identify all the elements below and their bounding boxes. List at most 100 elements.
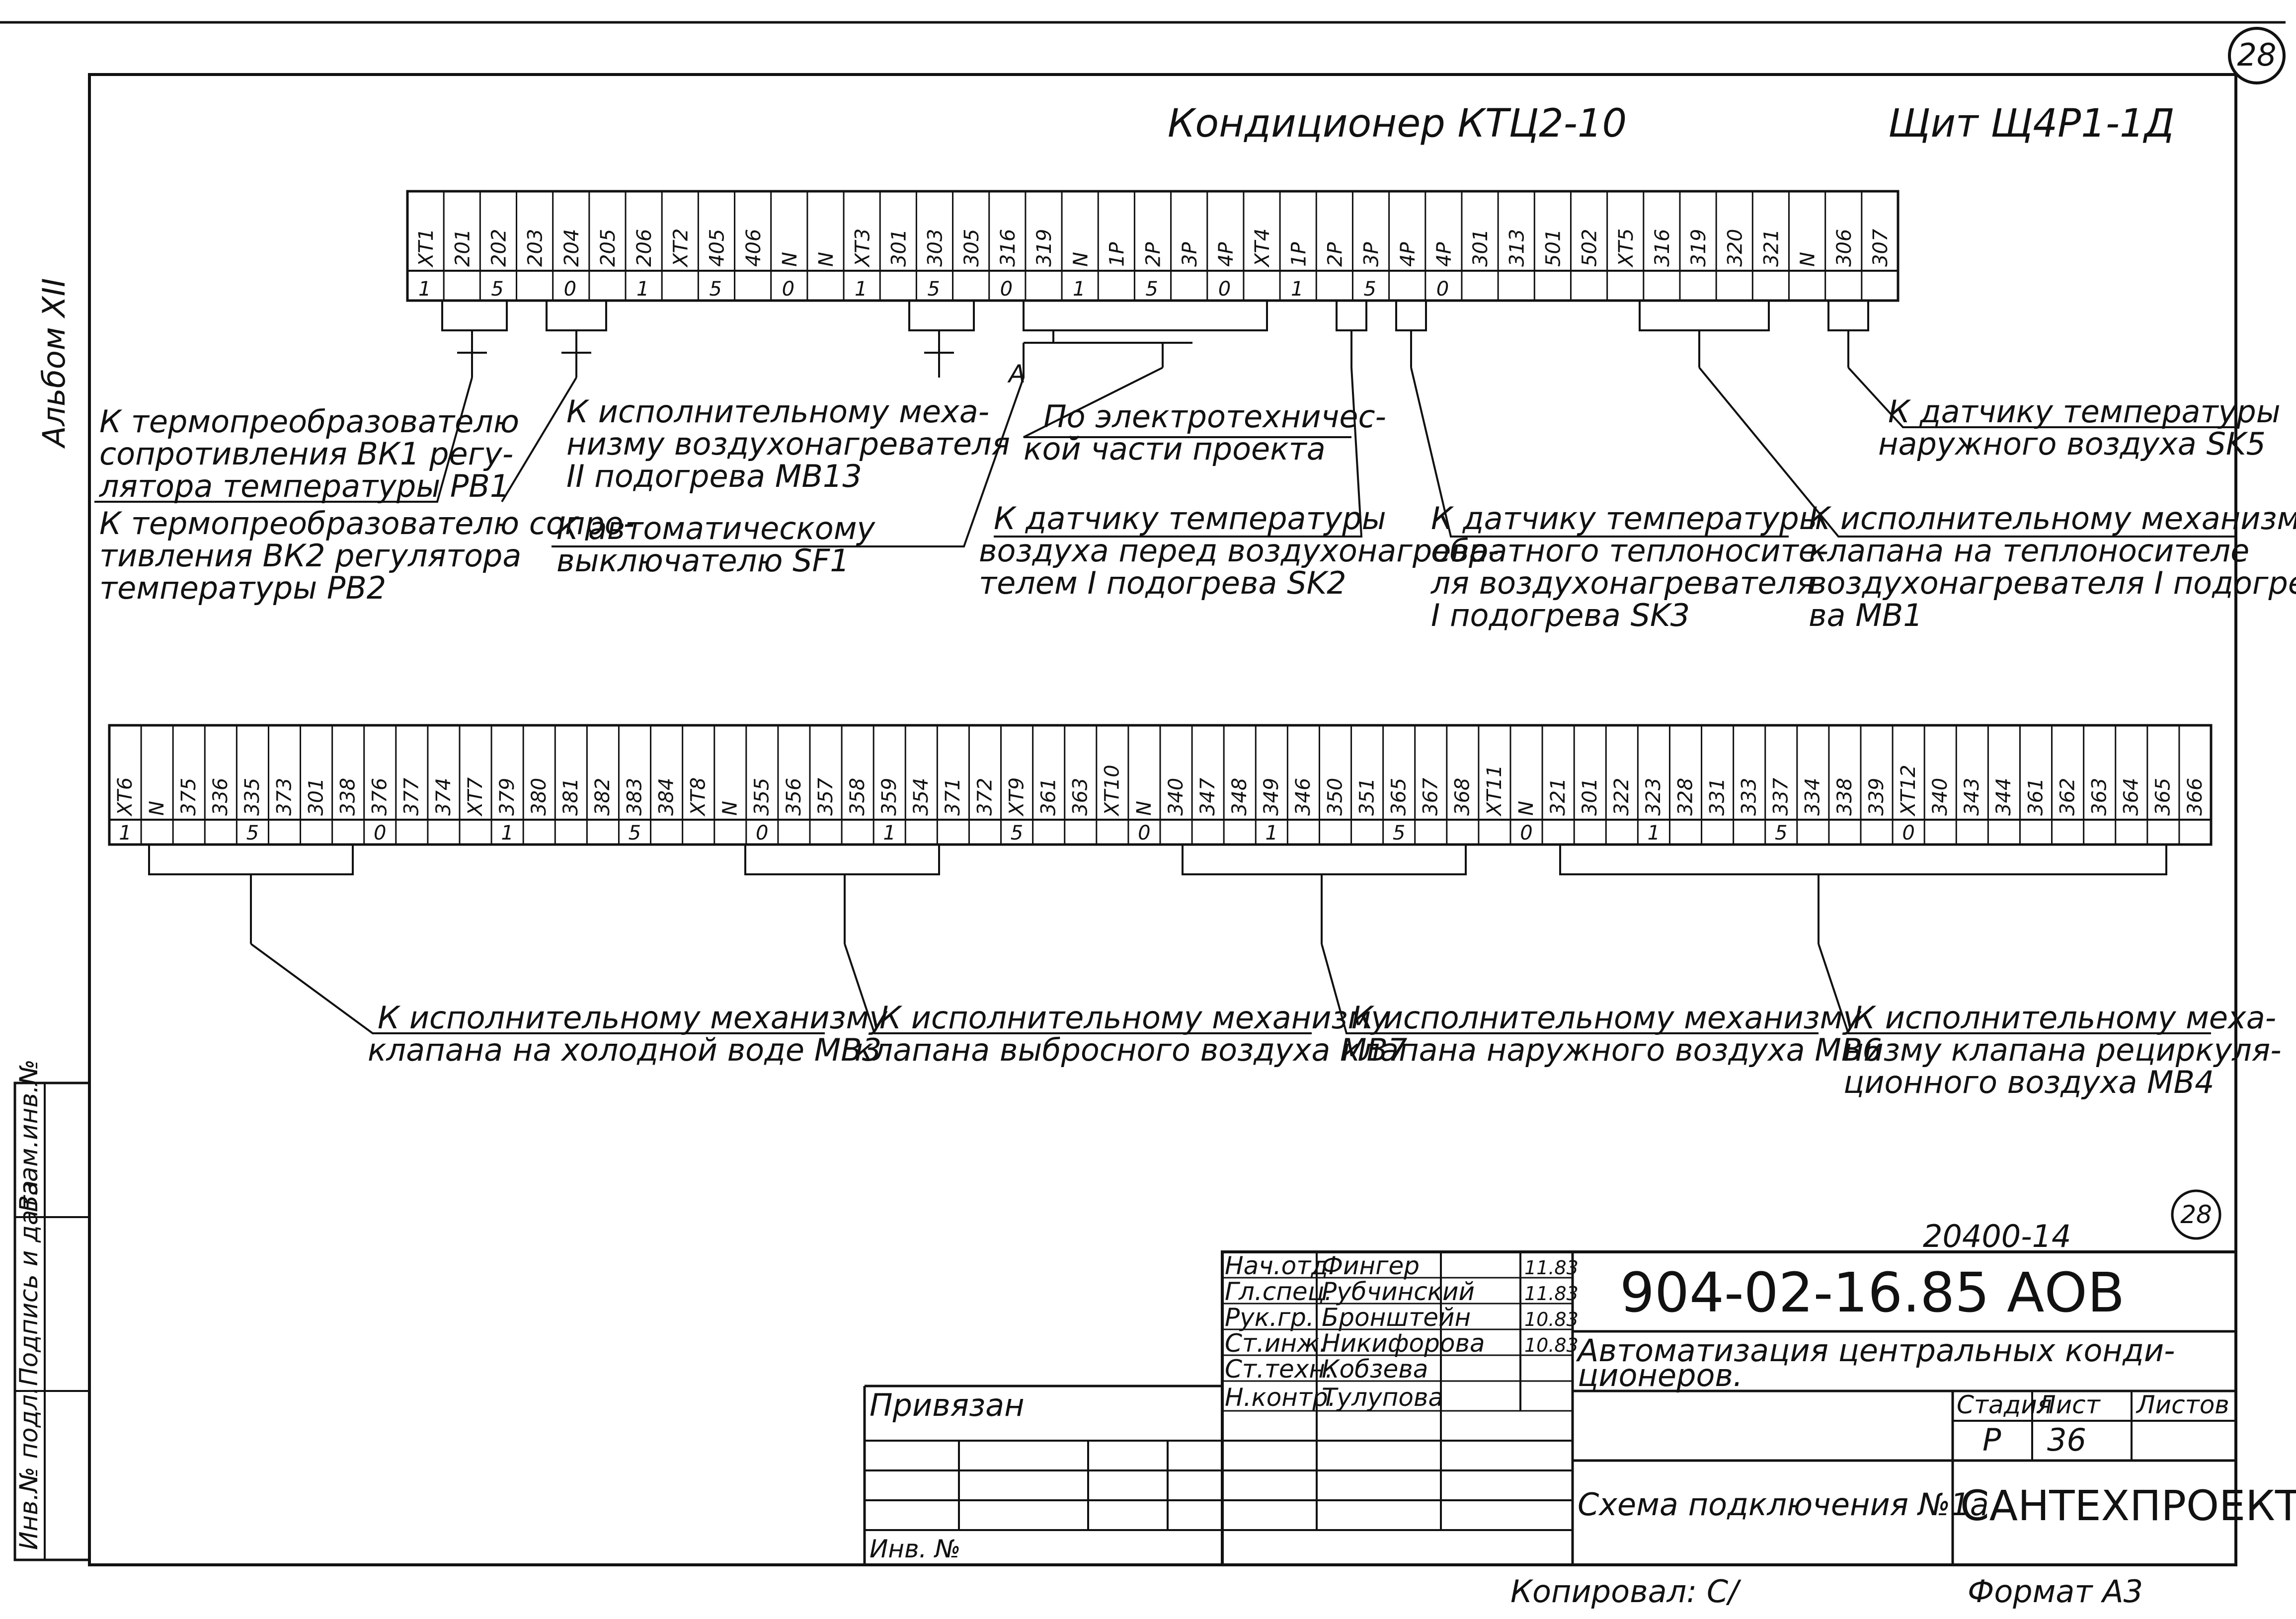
label-mb1-line4: ва МВ1: [1809, 597, 1923, 633]
label-sk5-line2: наружного воздуха SK5: [1878, 426, 2266, 462]
date-0: 11.83: [1524, 1257, 1579, 1279]
terminal-pin-label: 2P: [1324, 242, 1346, 267]
terminal-mark: 5: [709, 278, 721, 301]
terminal-mark: 1: [883, 822, 895, 845]
name-4: Кобзева: [1322, 1355, 1428, 1384]
terminal-pin-label: 1P: [1287, 242, 1310, 267]
terminal-pin-label: 359: [878, 778, 901, 816]
sheet-circle-number: 28: [2237, 37, 2277, 73]
role-3: Ст.инж.: [1225, 1329, 1327, 1358]
terminal-pin-label: XT9: [1005, 777, 1028, 817]
terminal-pin-label: 316: [1651, 229, 1674, 267]
terminal-pin-label: XT8: [687, 777, 710, 817]
label-mb4-line2: низму клапана рециркуля-: [1843, 1032, 2282, 1068]
terminal-pin-label: 384: [655, 778, 678, 816]
terminal-pin-label: 340: [1165, 778, 1188, 816]
terminal-mark: 0: [1520, 822, 1532, 845]
terminal-pin-label: 338: [1833, 778, 1856, 816]
date-3: 10.83: [1524, 1334, 1579, 1356]
stage-value: Р: [1982, 1422, 2001, 1458]
doc-number: 20400-14: [1923, 1218, 2071, 1254]
terminal-pin-label: 206: [633, 229, 656, 267]
terminal-pin-label: 328: [1674, 778, 1697, 816]
terminal-pin-label: 306: [1833, 229, 1856, 267]
terminal-pin-label: 319: [1033, 229, 1056, 267]
terminal-pin-label: 380: [528, 778, 551, 816]
terminal-pin-label: 320: [1724, 229, 1746, 267]
terminal-pin-label: 334: [1802, 778, 1824, 816]
terminal-mark: 0: [1902, 822, 1914, 845]
label-mb1-line1: К исполнительному механизму: [1809, 500, 2296, 537]
terminal-mark: 0: [1436, 278, 1449, 301]
terminal-pin-label: 338: [337, 778, 360, 816]
album-label: Альбом XII: [36, 278, 72, 449]
terminal-mark: 0: [756, 822, 768, 845]
terminal-mark: 1: [119, 822, 131, 845]
label-mb3-line1: К исполнительному механизму: [378, 1000, 888, 1036]
terminal-pin-label: 355: [751, 778, 774, 816]
terminal-pin-label: 350: [1324, 778, 1346, 816]
terminal-pin-label: 376: [369, 778, 392, 816]
inv-number: Инв. №: [870, 1535, 960, 1563]
terminal-mark: 0: [564, 278, 576, 301]
side-inv: Инв.№ подл.: [14, 1387, 43, 1550]
name-2: Бронштейн: [1322, 1303, 1471, 1332]
terminal-pin-label: 205: [597, 229, 620, 267]
terminal-pin-label: 356: [783, 778, 805, 816]
label-mb3-line2: клапана на холодной воде МВ3: [368, 1032, 881, 1068]
terminal-mark: 1: [1291, 278, 1303, 301]
terminal-pin-label: 348: [1228, 778, 1251, 816]
role-5: Н.контр.: [1225, 1383, 1336, 1412]
terminal-pin-label: 371: [942, 778, 964, 816]
terminal-pin-label: 367: [1420, 777, 1442, 816]
wiring-bottom: [148, 845, 2211, 1034]
label-bk1-line3: лятора температуры РВ1: [99, 468, 509, 504]
terminal-pin-label: 365: [1388, 778, 1411, 816]
terminal-mark: 1: [1266, 822, 1278, 845]
labels-top: К термопреобразователю сопротивления ВК1…: [99, 393, 2296, 633]
terminal-pin-label: 2P: [1142, 242, 1165, 267]
terminal-pin-label: 361: [2024, 778, 2047, 816]
terminal-mark: 1: [418, 278, 431, 301]
terminal-pin-label: 368: [1451, 778, 1474, 816]
label-bk1-line2: сопротивления ВК1 регу-: [99, 436, 513, 472]
label-sk3-line4: I подогрева SK3: [1431, 597, 1690, 633]
name-0: Фингер: [1322, 1251, 1420, 1280]
title-conditioner: Кондиционер КТЦ2-10: [1168, 101, 1627, 146]
terminal-pin-label: XT7: [464, 777, 487, 817]
terminal-pin-label: 321: [1547, 778, 1570, 816]
label-bk1-line1: К термопреобразователю: [99, 403, 519, 440]
doc-title-2: ционеров.: [1578, 1357, 1743, 1393]
terminal-pin-label: 321: [1760, 229, 1783, 267]
label-mb4-line3: ционного воздуха МВ4: [1843, 1064, 2215, 1100]
label-mb6-line2: клапана наружного воздуха МВ6: [1342, 1032, 1882, 1068]
terminal-pin-label: 3P: [1179, 242, 1201, 267]
terminal-pin-label: XT6: [114, 777, 137, 817]
terminal-pin-label: XT2: [669, 229, 692, 268]
sheet-title: Схема подключения №1а: [1578, 1486, 1989, 1523]
terminal-mark: 1: [636, 278, 649, 301]
terminal-pin-label: 333: [1738, 778, 1761, 816]
terminal-pin-label: 335: [241, 778, 264, 816]
label-sk5-line1: К датчику температуры: [1888, 393, 2281, 430]
org-name: САНТЕХПРОЕКТ: [1960, 1481, 2296, 1530]
terminal-mark: 0: [1000, 278, 1013, 301]
label-sk2-line2: воздуха перед воздухонагрева-: [979, 533, 1499, 569]
label-sk2-line3: телем I подогрева SK2: [979, 565, 1346, 601]
label-mb4-line1: К исполнительному меха-: [1853, 1000, 2276, 1036]
terminal-pin-label: 363: [2088, 778, 2111, 816]
terminal-pin-label: 319: [1687, 229, 1710, 267]
terminal-pin-label: 4P: [1215, 242, 1238, 267]
terminal-pin-label: XT12: [1897, 765, 1920, 817]
date-1: 11.83: [1524, 1283, 1579, 1305]
terminal-mark: 1: [1073, 278, 1085, 301]
drawing-frame: [88, 73, 2237, 1566]
terminal-pin-label: 405: [706, 229, 729, 267]
terminal-pin-label: 307: [1869, 229, 1892, 267]
terminal-pin-label: 372: [973, 778, 996, 816]
terminal-pin-label: 331: [1706, 778, 1729, 816]
terminal-pin-label: 4P: [1433, 242, 1456, 267]
doc-code: 904-02-16.85 АОВ: [1620, 1261, 2125, 1324]
role-2: Рук.гр.: [1225, 1303, 1314, 1332]
